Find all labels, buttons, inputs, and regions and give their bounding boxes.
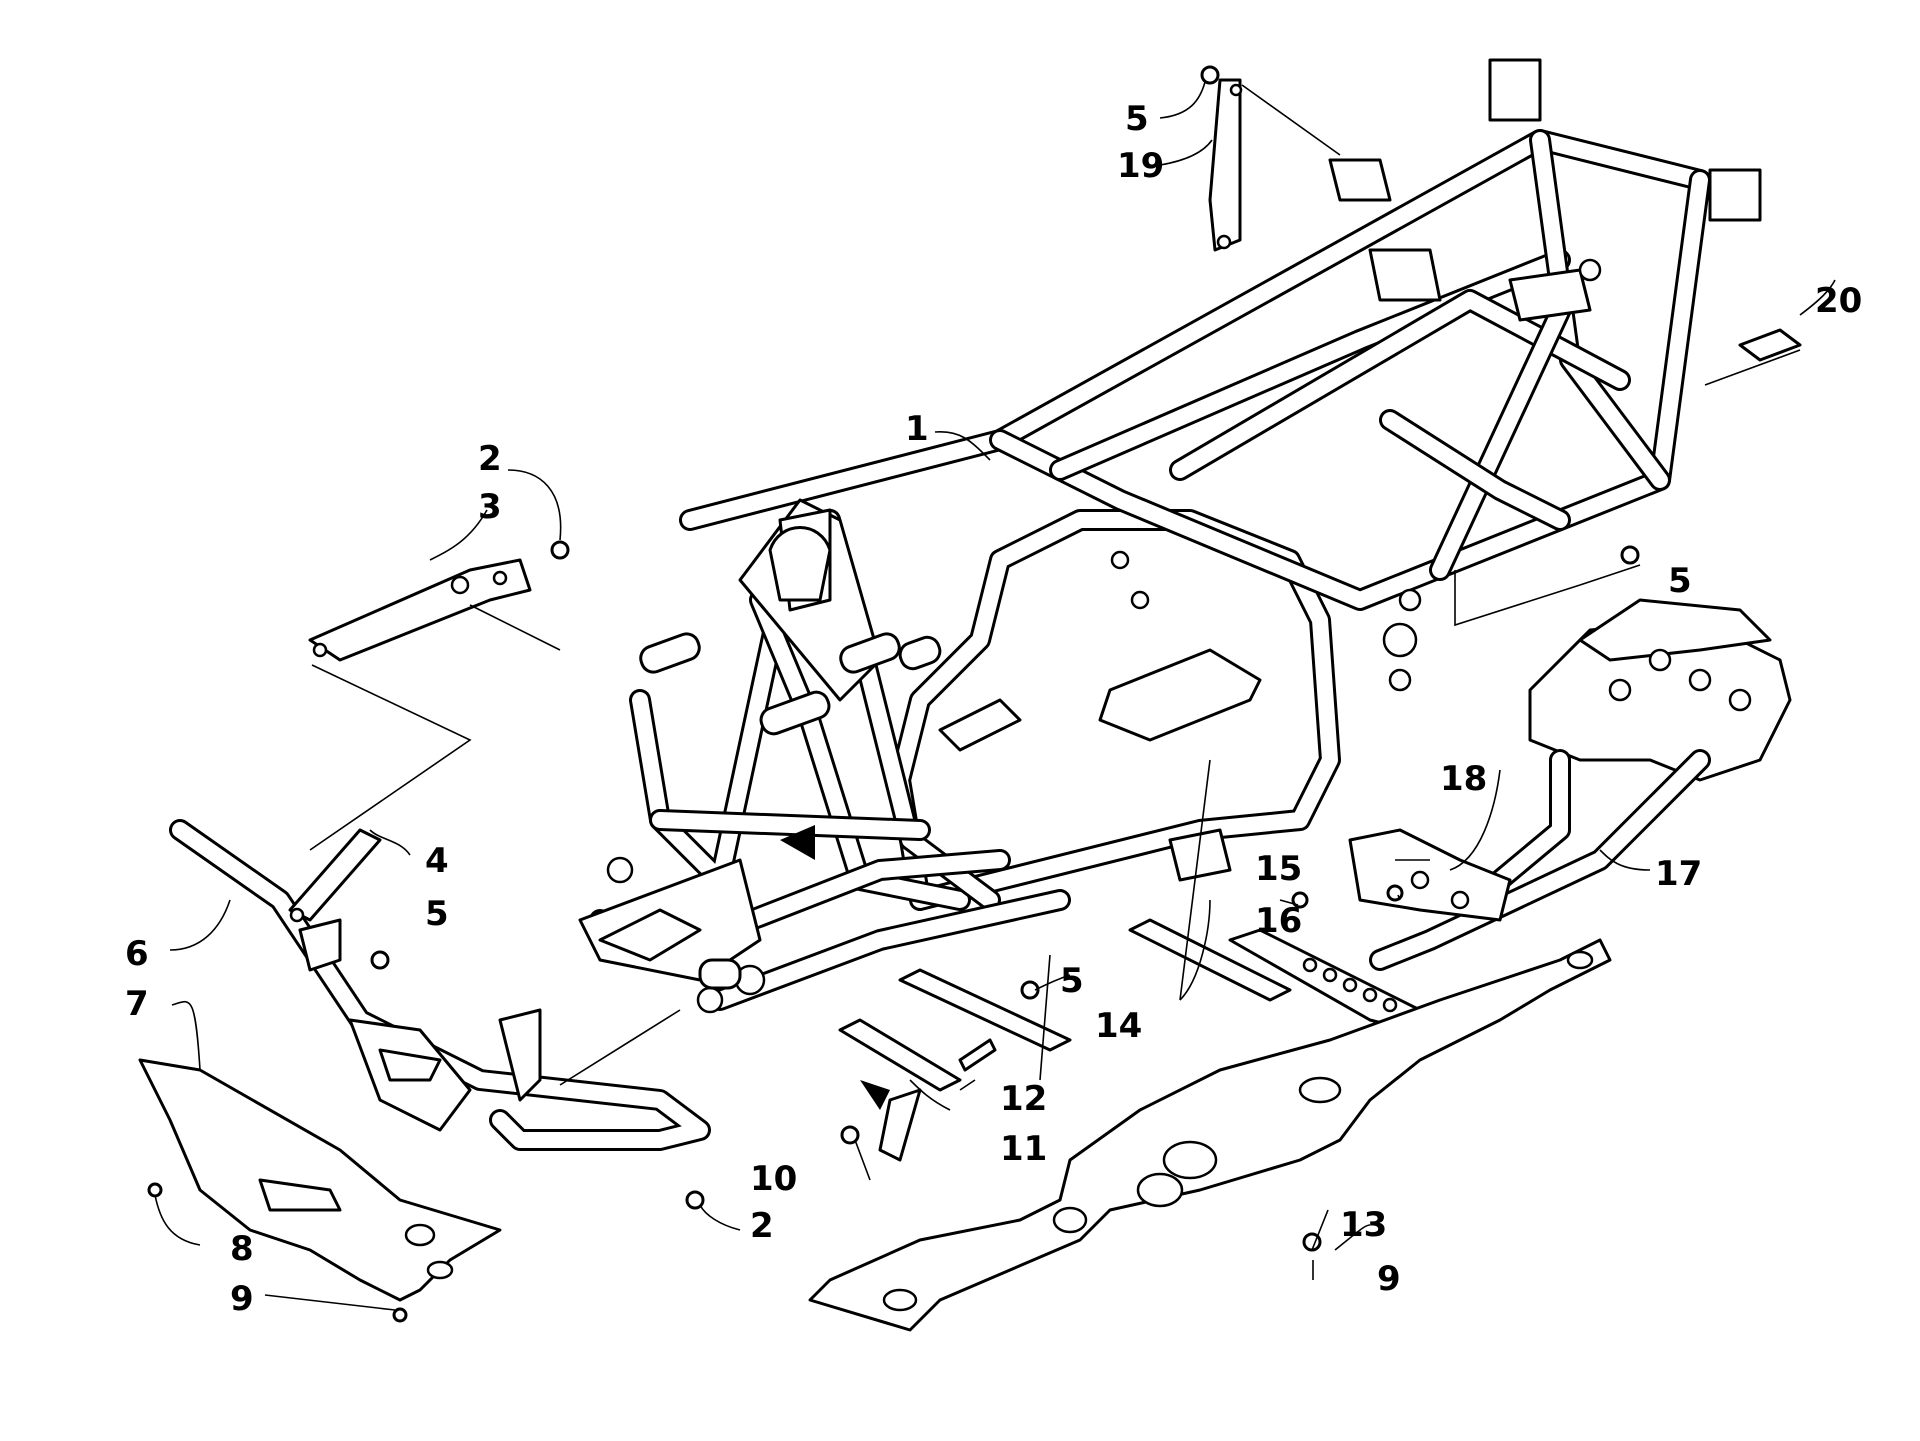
callout-5: 5: [1668, 561, 1692, 601]
callout-13: 13: [1340, 1205, 1387, 1245]
label-plate: [1738, 328, 1802, 362]
callout-8: 8: [230, 1229, 254, 1269]
callout-5: 5: [425, 894, 449, 934]
rear-brace: [1208, 78, 1243, 252]
fasteners: [147, 65, 1640, 1323]
callout-16: 16: [1255, 901, 1302, 941]
bumper-support: [308, 558, 532, 662]
callout-12: 12: [1000, 1079, 1047, 1119]
callout-6: 6: [125, 934, 149, 974]
callout-4: 4: [425, 841, 449, 881]
callout-18: 18: [1440, 759, 1487, 799]
front-bumper: [169, 819, 711, 1151]
callout-9: 9: [1377, 1259, 1401, 1299]
callout-15: 15: [1255, 849, 1302, 889]
callout-7: 7: [125, 984, 149, 1024]
callout-19: 19: [1117, 146, 1164, 186]
callout-20: 20: [1815, 281, 1862, 321]
callout-9: 9: [230, 1279, 254, 1319]
callout-10: 10: [750, 1159, 797, 1199]
callout-5: 5: [1125, 99, 1149, 139]
leader-lines: [154, 81, 1836, 1311]
callout-5: 5: [1060, 961, 1084, 1001]
front-skid-guard: [138, 1058, 502, 1302]
callout-1: 1: [905, 409, 929, 449]
callout-14: 14: [1095, 1006, 1142, 1046]
callout-labels: 1 2 2 3 4 5 5 5 5 6 7 8 9 9 10 11 12 13 …: [125, 99, 1862, 1319]
bracket-assembly: [838, 1018, 997, 1162]
main-frame: [578, 58, 1762, 1014]
callout-2: 2: [750, 1206, 774, 1246]
callout-2: 2: [478, 439, 502, 479]
callout-3: 3: [478, 487, 502, 527]
floor-strips: [898, 918, 1292, 1052]
skid-plate: [808, 938, 1612, 1332]
callout-17: 17: [1655, 854, 1702, 894]
callout-11: 11: [1000, 1129, 1047, 1169]
